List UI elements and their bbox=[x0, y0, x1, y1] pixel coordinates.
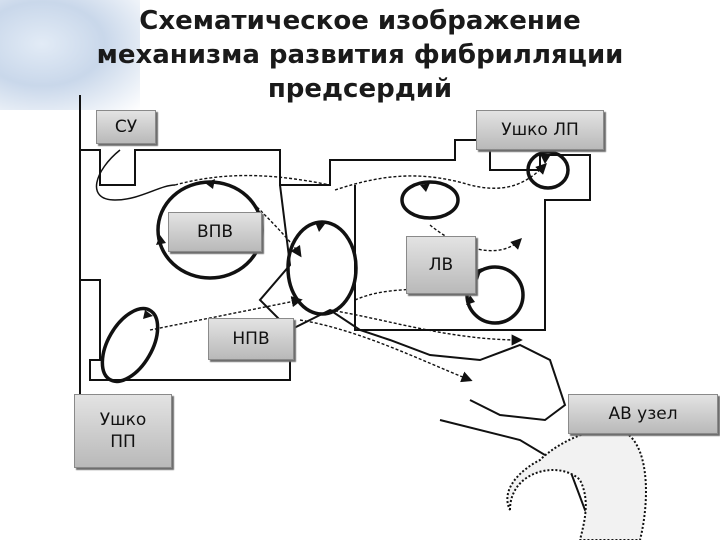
ushko-lp-label-text: Ушко ЛП bbox=[501, 120, 579, 140]
conduction-paths bbox=[149, 163, 547, 383]
vpv-label-text: ВПВ bbox=[196, 222, 234, 242]
header-photo bbox=[0, 0, 140, 110]
su-connector bbox=[95, 149, 176, 201]
npv-label: НПВ bbox=[208, 318, 294, 360]
vpv-label: ВПВ bbox=[168, 212, 262, 252]
title-line-3: предсердий bbox=[267, 74, 453, 104]
ushko-lp-label: Ушко ЛП bbox=[476, 110, 604, 150]
title-line-2: механизма развития фибрилляции bbox=[96, 40, 624, 70]
ushko-pp-label-line2: ПП bbox=[110, 432, 136, 452]
ushko-pp-label-line1: Ушко bbox=[99, 410, 147, 430]
av-node-shape bbox=[506, 427, 647, 540]
reentry-circuits bbox=[100, 150, 570, 384]
atria-outline bbox=[79, 95, 601, 531]
circuit-arrowheads bbox=[143, 154, 550, 319]
av-node-label-text: АВ узел bbox=[608, 404, 678, 424]
title-line-1: Схематическое изображение bbox=[139, 6, 581, 36]
ushko-pp-label: Ушко ПП bbox=[74, 394, 172, 468]
su-label-text: СУ bbox=[114, 117, 138, 137]
lv-label-text: ЛВ bbox=[428, 255, 454, 275]
lv-label: ЛВ bbox=[406, 236, 476, 294]
atrial-fibrillation-diagram bbox=[79, 95, 647, 540]
npv-label-text: НПВ bbox=[232, 329, 270, 349]
page-title: Схематическое изображение механизма разв… bbox=[0, 4, 720, 106]
su-label: СУ bbox=[96, 110, 156, 144]
av-node-label: АВ узел bbox=[568, 394, 718, 434]
